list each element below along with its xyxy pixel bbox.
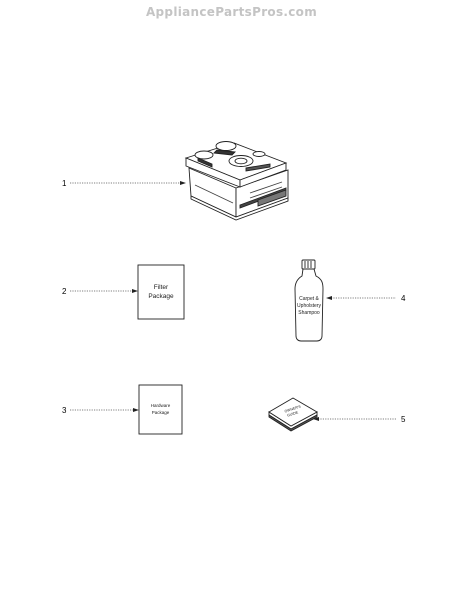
- callout-3: 3: [62, 406, 67, 415]
- arrowhead-2: [132, 289, 138, 293]
- shampoo-label-3: Shampoo: [298, 310, 320, 316]
- arrowhead-5: [313, 417, 319, 421]
- tank-part[interactable]: [184, 141, 289, 221]
- hardware-package[interactable]: Hardware Package: [138, 384, 183, 435]
- arrowhead-3: [133, 408, 139, 412]
- callout-1: 1: [62, 179, 67, 188]
- shampoo-label-1: Carpet &: [299, 296, 319, 302]
- filter-package[interactable]: Filter Package: [137, 264, 185, 320]
- callout-4: 4: [401, 294, 406, 303]
- owners-guide-label-1: OWNER'S: [284, 404, 302, 413]
- owners-guide-label-2: GUIDE: [287, 410, 300, 418]
- callout-2: 2: [62, 287, 67, 296]
- owners-guide[interactable]: OWNER'S GUIDE: [268, 397, 318, 432]
- shampoo-bottle[interactable]: Carpet & Upholstery Shampoo: [294, 259, 324, 342]
- arrowhead-1: [180, 181, 186, 185]
- hardware-package-label-2: Package: [152, 410, 170, 415]
- filter-package-label-2: Package: [148, 293, 174, 300]
- hardware-package-label-1: Hardware: [151, 403, 171, 408]
- shampoo-label-2: Upholstery: [297, 303, 321, 309]
- filter-package-label-1: Filter: [154, 284, 169, 291]
- callout-5: 5: [401, 415, 406, 424]
- arrowhead-4: [326, 296, 332, 300]
- watermark: AppliancePartsPros.com: [145, 5, 318, 19]
